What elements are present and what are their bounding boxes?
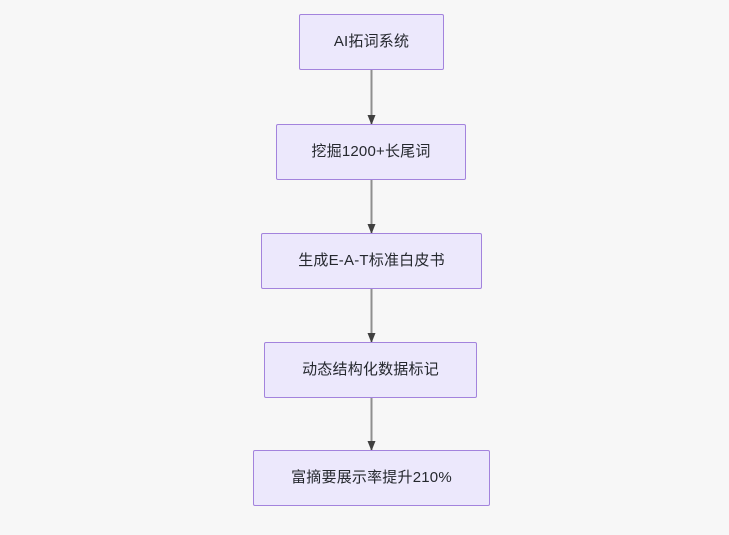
node-label: 动态结构化数据标记 (302, 361, 439, 378)
flowchart-node-rich-snippet-rate-increase[interactable]: 富摘要展示率提升210% (253, 450, 490, 506)
flowchart-node-generate-eat-whitepaper[interactable]: 生成E-A-T标准白皮书 (261, 233, 482, 289)
flowchart-node-mine-longtail-keywords[interactable]: 挖掘1200+长尾词 (276, 124, 466, 180)
node-label: AI拓词系统 (333, 33, 410, 50)
flowchart-node-ai-keyword-system[interactable]: AI拓词系统 (299, 14, 444, 70)
node-label: 富摘要展示率提升210% (291, 469, 452, 486)
flowchart-node-dynamic-structured-data-markup[interactable]: 动态结构化数据标记 (264, 342, 477, 398)
node-label: 生成E-A-T标准白皮书 (298, 252, 445, 269)
node-label: 挖掘1200+长尾词 (311, 143, 431, 160)
